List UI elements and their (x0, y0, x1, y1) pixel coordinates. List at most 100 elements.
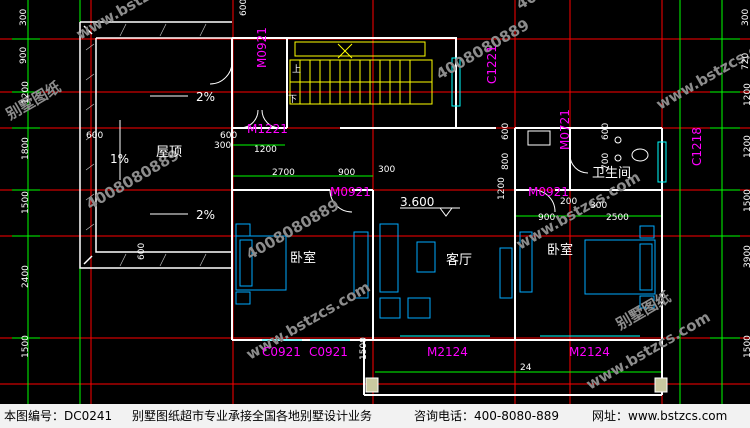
dim-left-1800: 1800 (21, 137, 31, 160)
sink (527, 130, 551, 146)
doors (209, 61, 589, 213)
roof-walls (79, 21, 232, 269)
parapet-hatch (85, 23, 207, 267)
bed-pillow (239, 239, 253, 287)
dim-1500: 1500 (359, 337, 369, 360)
floor-drain (614, 136, 622, 144)
armchair (407, 297, 431, 319)
dim-right-3900: 3900 (743, 245, 750, 268)
footer-drawing-no: 本图编号：DC0241 (4, 409, 113, 423)
slope-left: 1% (110, 152, 129, 166)
dim-right-1500b: 1500 (743, 335, 750, 358)
nightstand (639, 225, 655, 239)
hatch (85, 223, 95, 231)
bath-fixtures (527, 130, 649, 162)
window-c1221 (451, 57, 461, 107)
armchair (379, 297, 401, 319)
door-swing (209, 61, 233, 85)
wardrobe-left (353, 231, 369, 299)
hatch (83, 255, 93, 265)
room-roof: 屋顶 (156, 145, 182, 160)
column (365, 377, 379, 393)
window-c1218 (657, 141, 667, 183)
watermarks: www.bstzcs.com 4008080889 4008080889 www… (2, 0, 750, 393)
hatch (83, 25, 93, 35)
floor-elevation: 3.600 (400, 195, 434, 209)
slope-top: 2% (196, 90, 215, 104)
slope-arrows (119, 95, 188, 215)
label-m0721: M0721 (558, 109, 572, 150)
dim-200: 200 (560, 197, 577, 207)
tea-table (416, 241, 436, 273)
floor-plan-drawing: www.bstzcs.com 4008080889 4008080889 www… (0, 0, 750, 404)
footer-website: 网址：www.bstzcs.com (592, 409, 728, 423)
door-swing (569, 154, 589, 174)
label-c1218: C1218 (690, 127, 704, 166)
dim-right-1200b: 1200 (743, 135, 750, 158)
room-labels: 屋顶 卧室 客厅 卧室 卫生间 3.600 2% 1% 2% 上 下 (110, 64, 631, 268)
hatch (85, 133, 95, 141)
room-living: 客厅 (446, 252, 472, 268)
label-m1221: M1221 (247, 122, 288, 136)
dim-800: 800 (501, 153, 511, 170)
dimension-lines (12, 0, 740, 404)
hatch (119, 23, 127, 37)
footer-slogan: 别墅图纸超市专业承接全国各地别墅设计业务 (132, 409, 373, 423)
stair-up: 上 (292, 64, 301, 75)
label-c0921-a: C0921 (262, 345, 301, 359)
dim-300b: 300 (378, 165, 395, 175)
hatch (119, 253, 127, 267)
slope-bottom: 2% (196, 208, 215, 222)
door-swing (529, 189, 556, 213)
hatch (159, 23, 167, 37)
hatch (199, 253, 207, 267)
floor-drain (614, 154, 622, 162)
footer-bar: 本图编号：DC0241 别墅图纸超市专业承接全国各地别墅设计业务 咨询电话：40… (0, 404, 750, 428)
nightstand (639, 295, 655, 309)
axis-grid (0, 0, 750, 404)
dim-left-1500: 1500 (21, 191, 31, 214)
dim-1200: 1200 (254, 145, 277, 155)
room-bedroom-right: 卧室 (547, 242, 573, 258)
elevation-triangle (439, 207, 453, 217)
windows (262, 57, 667, 341)
roof-left-bottom-wall (79, 22, 232, 269)
dim-600d: 600 (137, 243, 147, 260)
columns (365, 377, 668, 393)
hatch (85, 163, 95, 171)
sofa (379, 223, 399, 293)
label-m2124-a: M2124 (427, 345, 468, 359)
dim-900b: 900 (538, 213, 555, 223)
label-c0921-b: C0921 (309, 345, 348, 359)
label-m2124-b: M2124 (569, 345, 610, 359)
tv-cabinet (499, 247, 513, 299)
dim-left-2400: 2400 (21, 265, 31, 288)
stair (289, 41, 433, 105)
hatch (159, 253, 167, 267)
dim-left-900: 900 (19, 47, 29, 64)
watermark-site: www.bstzcs.com (653, 28, 750, 114)
wardrobe-right (519, 231, 533, 293)
dim-right-720: 720 (741, 53, 750, 70)
door-window-labels: M0921 M1221 C1221 M0921 M0721 C1218 M092… (247, 27, 704, 359)
dim-600e: 600 (220, 131, 237, 141)
dim-left-1500b: 1500 (21, 335, 31, 358)
dim-600c: 600 (601, 123, 611, 140)
dim-700: 700 (601, 153, 611, 170)
bed-right (584, 239, 656, 295)
nightstand (235, 291, 251, 305)
stair-top-flight (294, 41, 426, 57)
bed-pillow (639, 243, 653, 291)
dim-300c: 300 (590, 201, 607, 211)
stair-top-wall (232, 37, 496, 129)
dim-1200b: 1200 (497, 177, 507, 200)
footer-phone: 咨询电话：400-8080-889 (414, 409, 560, 423)
elevation-marker (400, 207, 460, 217)
room-bedroom-left: 卧室 (290, 250, 316, 266)
dim-right-1500: 1500 (743, 189, 750, 212)
watermark-phone: 4008080889 (433, 16, 532, 84)
furniture (235, 223, 656, 319)
watermark-brand: 别墅图纸 (612, 288, 674, 334)
label-m0921-stair: M0921 (255, 27, 269, 68)
